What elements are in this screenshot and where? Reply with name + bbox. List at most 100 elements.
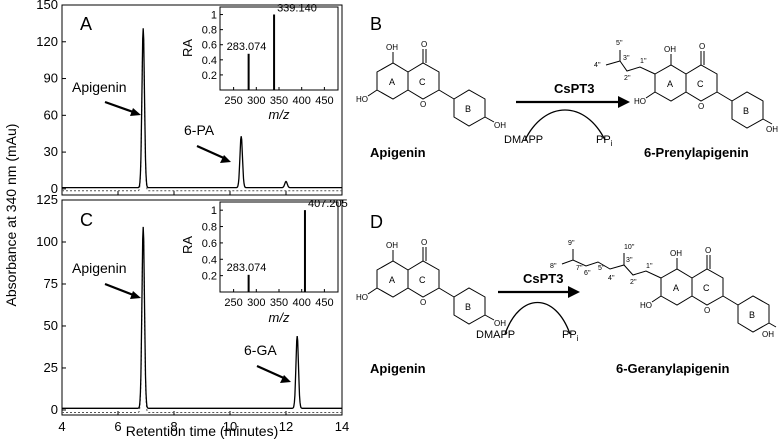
- reaction-arrow-b: [516, 96, 630, 141]
- geranyl-5: 5'': [598, 265, 605, 272]
- y-tick-label: 125: [36, 192, 58, 207]
- arrow-6ga: [256, 364, 291, 383]
- inset-y-tick-label: 0.6: [202, 238, 217, 250]
- oh-5-b: OH: [386, 43, 398, 52]
- dotted-trace-c: [62, 231, 342, 413]
- inset-x-tick-label: 250: [224, 95, 242, 107]
- ms-peak-label: 339.140: [277, 3, 317, 15]
- product-oh-4p-d: OH: [762, 330, 774, 339]
- geranyl-6: 6'': [584, 270, 591, 277]
- x-tick-label: 12: [279, 419, 293, 434]
- product-ring-bb-d: B: [749, 310, 755, 320]
- inset-x-tick-label: 450: [315, 95, 333, 107]
- y-tick-label: 0: [51, 181, 58, 196]
- product-label-b: 6-Prenylapigenin: [644, 145, 749, 160]
- ho-7-d: HO: [356, 293, 368, 302]
- y-tick-label: 30: [44, 144, 58, 159]
- product-ring-c-d: C: [703, 283, 710, 293]
- geranyl-2: 2'': [630, 279, 637, 286]
- x-tick-label: 4: [58, 419, 65, 434]
- inset-y-tick-label: 1: [211, 10, 217, 22]
- x-tick-label: 14: [335, 419, 349, 434]
- byproduct-label-b: PPi: [596, 134, 613, 148]
- arrow-apigenin-c: [104, 282, 141, 299]
- reaction-scheme-b: B A C B OH O HO O OH Apigenin CsPT3 DMAP…: [356, 14, 778, 160]
- panel-label-b: B: [370, 14, 382, 34]
- panel-label-a: A: [80, 14, 92, 34]
- peak-label-6pa: 6-PA: [184, 122, 215, 138]
- enzyme-label-b: CsPT3: [554, 81, 594, 96]
- substrate-label-d: Apigenin: [370, 361, 426, 376]
- ring-label-bb-b: B: [465, 104, 471, 114]
- product-o-1-b: O: [698, 102, 704, 111]
- arrow-6pa: [196, 144, 231, 163]
- byproduct-label-d: PPi: [562, 329, 579, 343]
- inset-y-ticks-c: 0.20.40.60.81: [202, 205, 223, 283]
- prenyl-3: 3'': [623, 55, 630, 62]
- prenyl-2: 2'': [624, 75, 631, 82]
- plot-frame-a: [61, 4, 343, 196]
- reaction-arrow-d: [498, 286, 580, 335]
- x-ticks-a: [61, 191, 343, 195]
- o-4-d: O: [421, 238, 427, 247]
- peak-label-6ga: 6-GA: [244, 342, 277, 358]
- cosubstrate-label-b: DMAPP: [504, 134, 543, 146]
- inset-y-tick-label: 0.8: [202, 222, 217, 234]
- x-tick-label: 6: [114, 419, 121, 434]
- y-tick-label: 150: [36, 0, 58, 12]
- inset-xlabel-a: m/z: [269, 107, 290, 122]
- product-o-4-b: O: [699, 42, 705, 51]
- inset-x-tick-label: 300: [247, 297, 265, 309]
- prenyl-4: 4'': [594, 62, 601, 69]
- y-tick-label: 60: [44, 107, 58, 122]
- inset-y-tick-label: 0.2: [202, 271, 217, 283]
- product-label-d: 6-Geranylapigenin: [616, 361, 729, 376]
- product-ho-7-b: HO: [634, 97, 646, 106]
- inset-xlabel-c: m/z: [269, 310, 290, 325]
- x-axis-label: Retention time (minutes): [126, 423, 279, 439]
- inset-y-tick-label: 0.4: [202, 254, 217, 266]
- inset-x-tick-label: 250: [224, 297, 242, 309]
- inset-y-tick-label: 0.6: [202, 40, 217, 52]
- geranyl-4: 4'': [608, 275, 615, 282]
- geranyl-10: 10'': [624, 244, 634, 251]
- geranylapigenin-structure: [561, 249, 777, 333]
- apigenin-structure-d: [367, 247, 495, 325]
- product-oh-5-d: OH: [670, 249, 682, 258]
- geranyl-9: 9'': [568, 240, 575, 247]
- prenylapigenin-structure: [605, 50, 773, 129]
- product-ho-7-d: HO: [640, 301, 652, 310]
- x-ticks-c: 4 6 8 10 12 14: [58, 411, 349, 434]
- enzyme-label-d: CsPT3: [523, 271, 563, 286]
- ring-label-c-b: C: [419, 77, 426, 87]
- panel-label-c: C: [80, 210, 93, 230]
- oh-4p-d: OH: [494, 319, 506, 328]
- o-1-d: O: [420, 298, 426, 307]
- apigenin-structure-b: [367, 49, 495, 127]
- inset-x-tick-label: 300: [247, 95, 265, 107]
- x-tick-label: 8: [170, 419, 177, 434]
- inset-frame-c: [219, 201, 339, 293]
- oh-4p-b: OH: [494, 121, 506, 130]
- inset-y-ticks-a: 0.20.40.60.81: [202, 10, 223, 82]
- product-oh-5-b: OH: [664, 45, 676, 54]
- geranyl-7: 7'': [576, 265, 583, 272]
- ho-7-b: HO: [356, 95, 368, 104]
- product-ring-bb-b: B: [743, 106, 749, 116]
- ring-label-c-d: C: [419, 275, 426, 285]
- x-tick-label: 10: [223, 419, 237, 434]
- inset-y-tick-label: 0.8: [202, 25, 217, 37]
- product-o-1-d: O: [704, 306, 710, 315]
- y-tick-label: 120: [36, 34, 58, 49]
- y-axis-label: Absorbance at 340 nm (mAu): [3, 124, 19, 307]
- product-o-4-d: O: [705, 246, 711, 255]
- product-oh-4p-b: OH: [766, 125, 778, 134]
- y-tick-label: 90: [44, 71, 58, 86]
- product-ring-a-b: A: [667, 79, 673, 89]
